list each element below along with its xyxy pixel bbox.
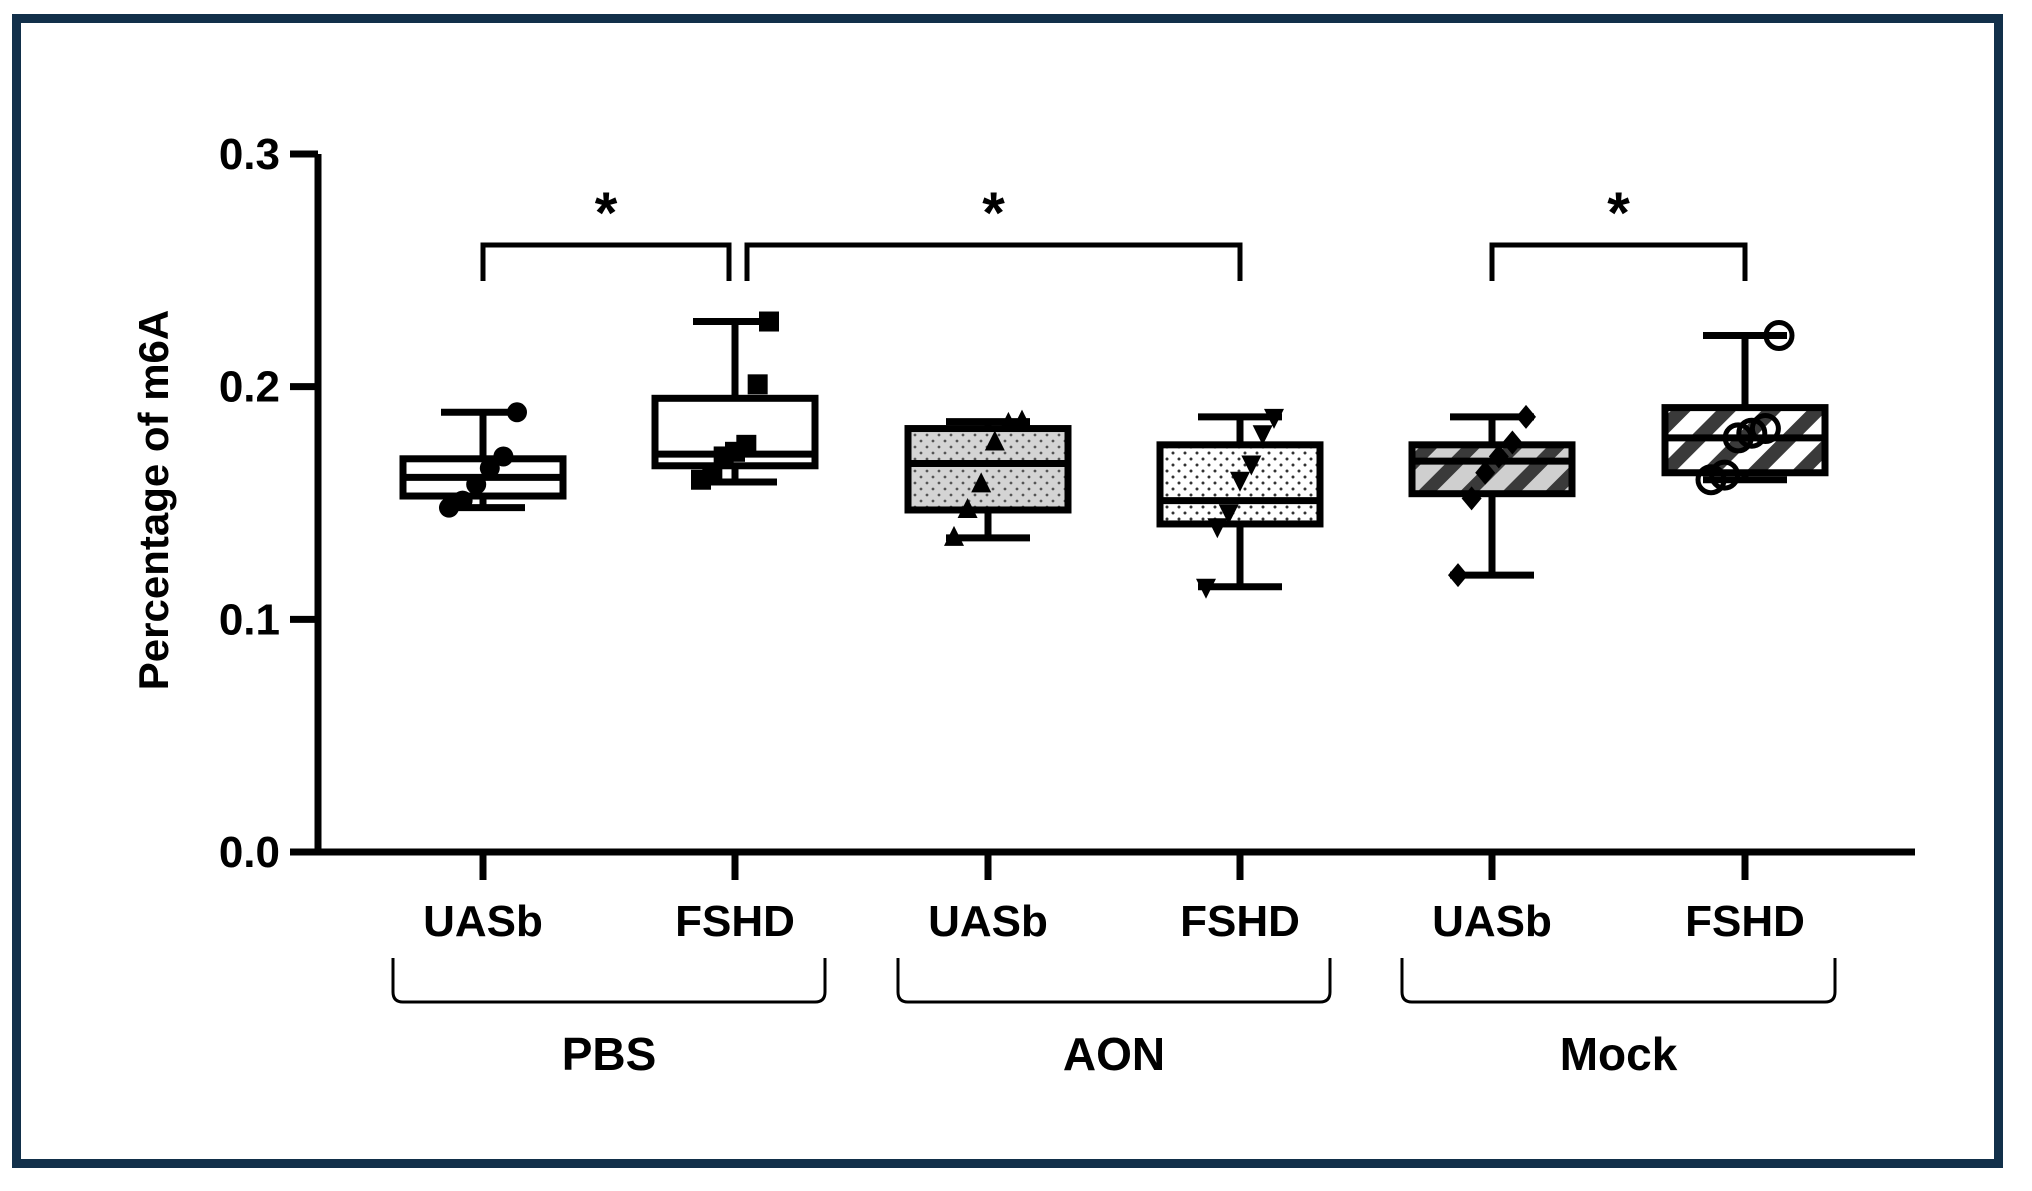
x-tick-label: UASb xyxy=(423,897,543,946)
group-mock: Mock xyxy=(1400,958,1837,1080)
data-point xyxy=(1012,409,1032,430)
box-pbs-fshd xyxy=(651,311,819,880)
box-mock-uasb xyxy=(1408,404,1576,880)
data-point xyxy=(1722,422,1754,454)
data-point xyxy=(1207,518,1228,539)
data-point xyxy=(1241,455,1262,476)
box-iqr xyxy=(904,425,1072,514)
boxes xyxy=(399,311,1829,880)
data-point xyxy=(1252,425,1273,446)
significance-star: * xyxy=(595,181,618,246)
data-point xyxy=(1264,408,1284,429)
box-iqr xyxy=(1156,441,1324,528)
group-label: Mock xyxy=(1560,1028,1678,1080)
significance-brackets: * * * xyxy=(480,181,1748,281)
box-aon-fshd xyxy=(1156,408,1324,880)
data-point xyxy=(1502,430,1523,455)
data-point xyxy=(1461,486,1482,511)
data-point xyxy=(1709,459,1741,491)
figure-frame xyxy=(12,14,2003,1168)
bracket-line xyxy=(744,242,1243,281)
y-tick-label: 0.2 xyxy=(219,363,280,412)
y-tick-label: 0.0 xyxy=(219,828,280,877)
group-label: AON xyxy=(1063,1028,1165,1080)
group-bracket xyxy=(896,958,1332,1004)
data-point xyxy=(1516,404,1536,429)
data-point xyxy=(1488,444,1509,469)
data-point xyxy=(759,311,779,332)
group-bracket xyxy=(391,958,827,1004)
group-bracket xyxy=(1400,958,1837,1004)
data-point xyxy=(493,446,514,467)
significance-star: * xyxy=(982,181,1005,246)
significance-star: * xyxy=(1607,181,1630,246)
data-point xyxy=(466,474,487,495)
x-tick-label: UASb xyxy=(928,897,1048,946)
y-tick-label: 0.1 xyxy=(219,595,280,644)
bracket-line xyxy=(480,242,732,281)
data-point xyxy=(1695,464,1727,496)
x-tick-label: FSHD xyxy=(1180,897,1300,946)
group-aon: AON xyxy=(896,958,1332,1080)
box-pbs-uasb xyxy=(399,402,567,880)
x-tick-label: FSHD xyxy=(1685,897,1805,946)
significance-bracket: * xyxy=(480,181,732,281)
box-aon-uasb xyxy=(904,409,1072,880)
data-point xyxy=(736,434,757,455)
bracket-line xyxy=(1489,242,1748,281)
data-point xyxy=(747,374,768,395)
box-mock-fshd xyxy=(1661,319,1829,880)
data-point xyxy=(1448,563,1468,588)
data-point xyxy=(507,402,527,423)
data-point xyxy=(702,462,723,483)
y-tick-label: 0.3 xyxy=(219,130,280,179)
significance-bracket: * xyxy=(1489,181,1748,281)
group-label: PBS xyxy=(562,1028,657,1080)
data-point xyxy=(1218,504,1239,525)
data-point xyxy=(957,497,978,518)
group-pbs: PBS xyxy=(391,958,827,1080)
data-point xyxy=(1736,417,1768,449)
x-tick-label: FSHD xyxy=(675,897,795,946)
group-brackets: PBS AON Mock xyxy=(391,958,1837,1080)
y-axis-ticks: 0.0 0.1 0.2 0.3 xyxy=(219,130,318,877)
data-point xyxy=(984,430,1005,451)
x-axis-labels: UASb FSHD UASb FSHD UASb FSHD xyxy=(423,897,1805,946)
data-point xyxy=(1196,578,1216,599)
axes xyxy=(314,154,1915,856)
data-point xyxy=(1475,460,1496,485)
data-point xyxy=(452,490,473,511)
data-point xyxy=(1230,471,1250,492)
data-point xyxy=(971,472,992,493)
data-point xyxy=(1749,413,1781,445)
data-point xyxy=(479,458,500,479)
x-tick-label: UASb xyxy=(1432,897,1552,946)
significance-bracket: * xyxy=(744,181,1243,281)
y-axis-label: Percentage of m6A xyxy=(130,310,177,690)
data-point xyxy=(1763,319,1795,351)
data-point xyxy=(944,525,964,546)
